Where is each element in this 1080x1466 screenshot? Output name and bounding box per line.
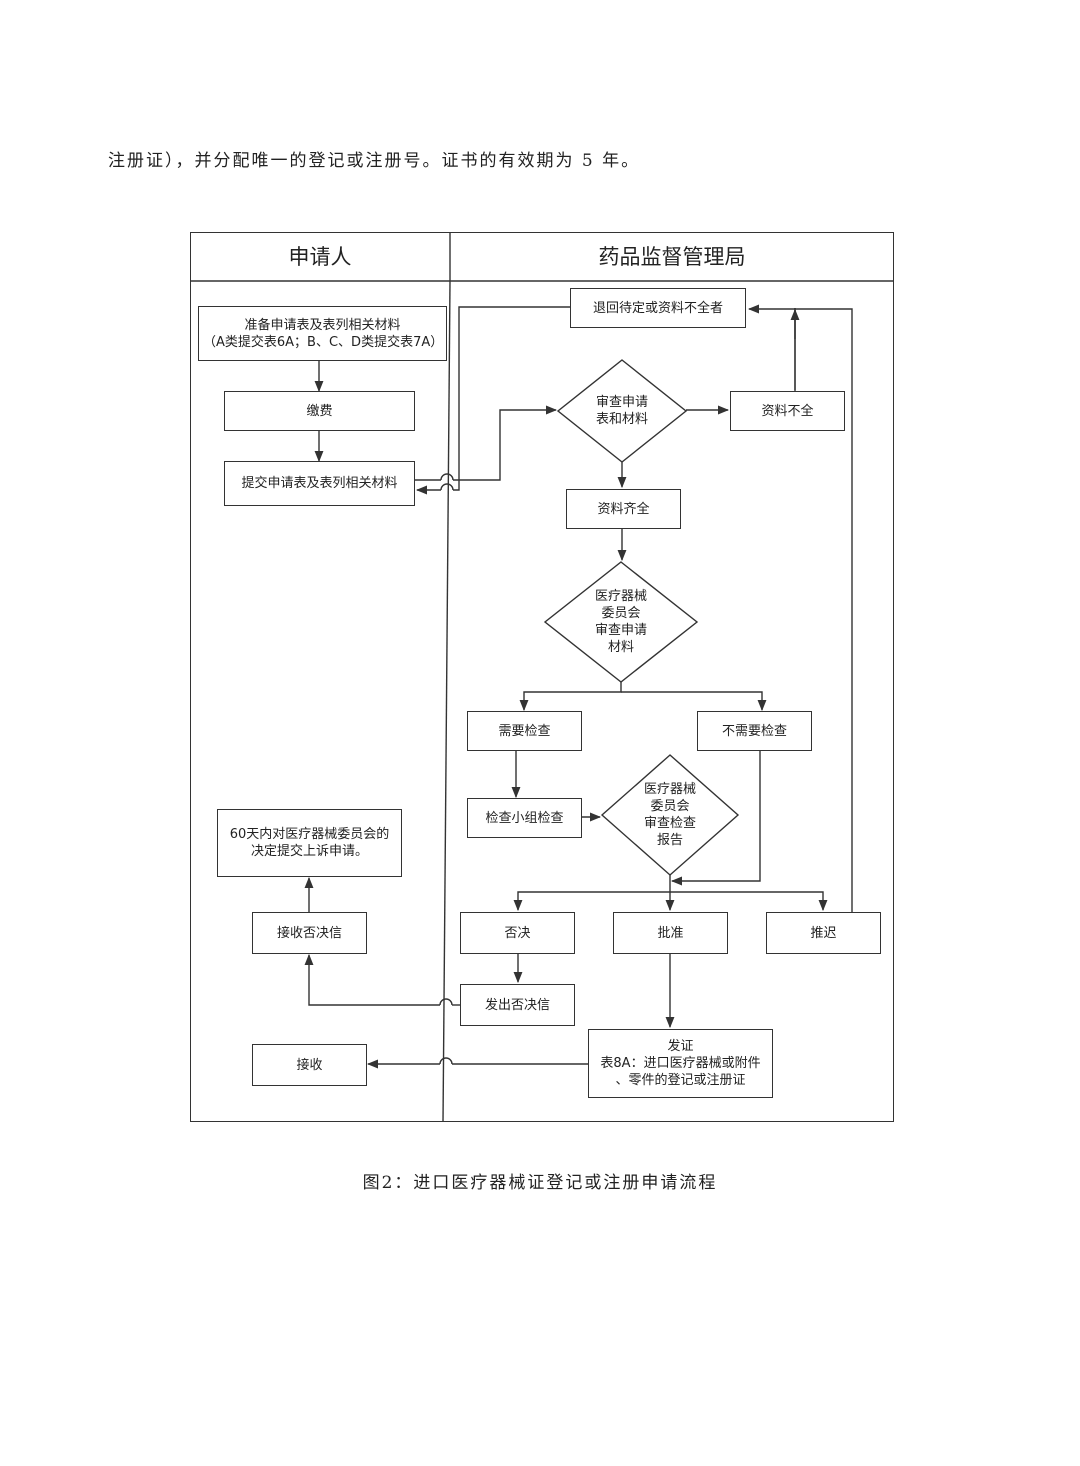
node-complete: 资料齐全 [566,489,681,529]
node-committee-report: 医疗器械 委员会 审查检查 报告 [643,782,696,848]
node-send-rejection: 发出否决信 [460,984,575,1026]
node-need-inspection: 需要检查 [467,711,582,751]
lane-divider [442,280,451,1123]
flowchart-frame [190,232,894,1122]
node-reject: 否决 [460,912,575,954]
node-committee-review: 医疗器械 委员会 审查申请 材料 [594,589,647,655]
lane-title-authority: 药品监督管理局 [598,245,746,269]
node-submit: 提交申请表及表列相关材料 [224,461,415,506]
node-receive: 接收 [252,1044,367,1086]
node-prepare: 准备申请表及表列相关材料 （A类提交表6A；B、C、D类提交表7A） [198,306,447,361]
node-team-inspection: 检查小组检查 [467,798,582,838]
lane-title-applicant: 申请人 [288,245,352,269]
node-incomplete: 资料不全 [730,391,845,431]
node-receive-rejection: 接收否决信 [252,912,367,954]
node-appeal: 60天内对医疗器械委员会的 决定提交上诉申请。 [217,809,402,877]
node-no-inspection: 不需要检查 [697,711,812,751]
node-return-pending: 退回待定或资料不全者 [570,288,746,328]
node-delay: 推迟 [766,912,881,954]
figure-caption: 图2：进口医疗器械证登记或注册申请流程 [362,1173,718,1193]
node-review-application: 审查申请 表和材料 [595,395,648,427]
node-issue-certificate: 发证 表8A：进口医疗器械或附件 、零件的登记或注册证 [588,1029,773,1098]
node-approve: 批准 [613,912,728,954]
node-pay: 缴费 [224,391,415,431]
intro-text: 注册证），并分配唯一的登记或注册号。证书的有效期为 5 年。 [108,151,641,171]
